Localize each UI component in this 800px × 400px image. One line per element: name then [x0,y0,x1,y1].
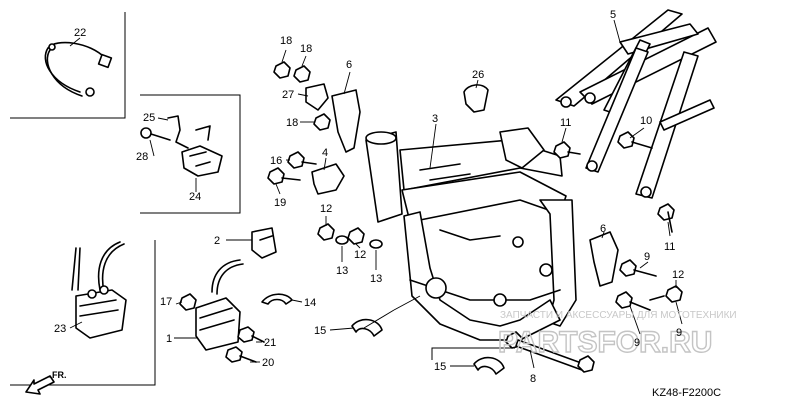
diagram-code: KZ48-F2200C [652,387,721,399]
callout-3: 3 [432,113,438,125]
callout-9a: 9 [644,251,650,263]
part-3-main-frame [365,127,577,341]
callout-17: 17 [160,296,172,308]
part-26-clip [463,84,489,113]
callout-25: 25 [143,112,155,124]
callout-8: 8 [530,373,536,385]
part-20-bolt [225,346,257,363]
watermark-site: PARTSFOR.RU [498,326,712,359]
callout-12b: 12 [354,249,366,261]
callout-2: 2 [214,235,220,247]
callout-13b: 13 [370,273,382,285]
callout-15b: 15 [434,361,446,373]
callout-6b: 6 [600,223,606,235]
part-9-bolts [615,259,683,311]
callout-14: 14 [304,297,316,309]
callout-24: 24 [189,191,201,203]
part-22-wire [44,41,113,97]
part-18-nuts [273,61,331,131]
callout-11a: 11 [560,117,571,129]
callout-12a: 12 [320,203,332,215]
part-10-bolt [617,131,653,149]
part-8-long-bolt [505,331,595,373]
part-14-clip [261,293,293,305]
callout-12c: 12 [672,269,684,281]
part-15-band-b [473,356,505,375]
front-label: FR. [52,370,67,380]
part-17-nut [179,293,197,311]
callout-labels: 22 25 28 24 23 2 17 1 21 20 14 15 15 18 … [54,9,684,385]
watermark-tagline: ЗАПЧАСТИ И АКСЕССУАРЫ ДЛЯ МОТОТЕХНИКИ [500,310,737,321]
part-27-clamp [305,83,329,111]
part-21-bolt [237,326,265,343]
part-11-bolt-upper [553,141,581,159]
part-24-bracket [140,115,223,177]
callout-11b: 11 [664,241,675,253]
watermark: ЗАПЧАСТИ И АКСЕССУАРЫ ДЛЯ МОТОТЕХНИКИ PA… [497,310,737,360]
callout-23: 23 [54,323,66,335]
part-19-bolt [267,167,301,185]
part-6-plate-upper [331,89,361,153]
part-23-relay [71,241,127,339]
callout-19: 19 [274,197,286,209]
callout-18c: 18 [286,117,298,129]
callout-1: 1 [166,333,172,345]
callout-18a: 18 [280,35,292,47]
part-4-bracket [311,163,345,195]
part-15-band-a [351,318,383,337]
callout-13a: 13 [336,265,348,277]
part-1-coil [195,227,277,351]
part-6-plate-lower [589,231,619,287]
front-direction-marker: FR. [25,370,67,395]
callout-22: 22 [74,27,86,39]
inset-borders [10,12,515,386]
leader-lines [69,19,683,369]
callout-26: 26 [472,69,484,81]
callout-28: 28 [136,151,148,163]
callout-4: 4 [322,147,328,159]
callout-6a: 6 [346,59,352,71]
callout-15a: 15 [314,325,326,337]
callout-20: 20 [262,357,274,369]
callout-16: 16 [270,155,282,167]
part-16-bolt [287,151,317,169]
part-11-bolt-lower [657,203,675,233]
callout-18b: 18 [300,43,312,55]
part-12-13-fasteners [317,223,383,249]
callout-5: 5 [610,9,616,21]
callout-9b: 9 [634,337,640,349]
callout-27: 27 [282,89,294,101]
callout-21: 21 [264,337,276,349]
callout-9c: 9 [676,327,682,339]
part-5-subframe [555,9,717,199]
callout-10: 10 [640,115,652,127]
